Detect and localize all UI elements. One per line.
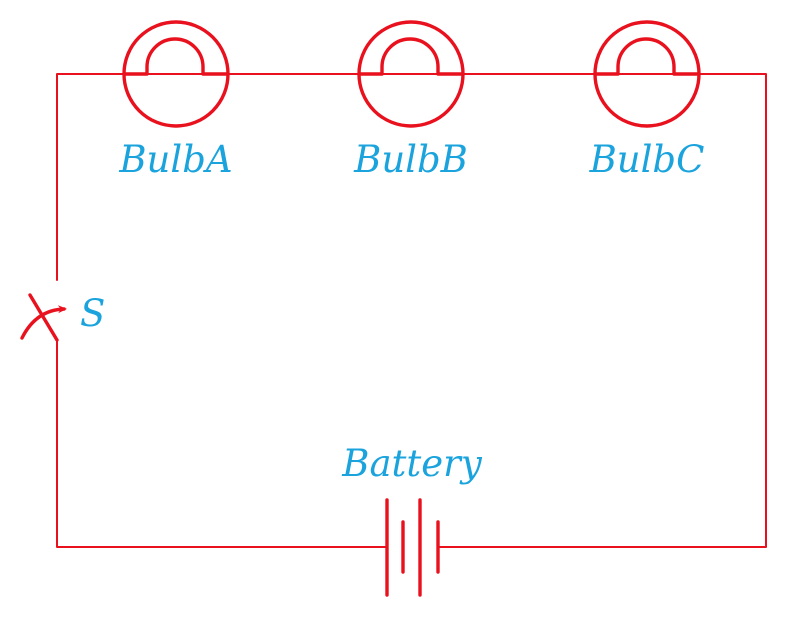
bulb-a-filament [122, 37, 230, 76]
bulb-b-label: BulbB [353, 138, 468, 181]
bulb-c-filament [593, 37, 701, 76]
battery-label: Battery [341, 442, 483, 485]
bulb-c: BulbC [589, 20, 705, 181]
bulb-c-label: BulbC [589, 138, 705, 181]
switch-arc-arrow [20, 305, 67, 340]
battery: Battery [341, 442, 483, 597]
bulb-a: BulbA [118, 20, 233, 181]
top-wire [56, 73, 767, 548]
switch-contact-line [28, 293, 59, 342]
switch-label: S [80, 292, 105, 335]
bulb-a-label: BulbA [118, 138, 232, 181]
circuit-wires [56, 73, 767, 548]
bulb-b-filament [357, 37, 465, 76]
switch: S [20, 292, 105, 342]
bottom-left-wire [56, 339, 388, 548]
bulb-b: BulbB [353, 20, 468, 181]
